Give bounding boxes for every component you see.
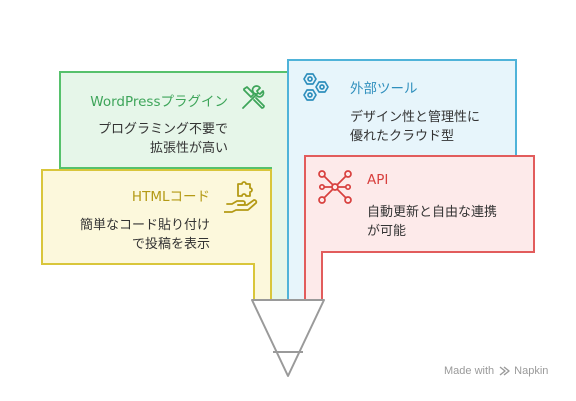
wrench-screwdriver-icon [242, 85, 265, 109]
hand-puzzle-icon [224, 181, 258, 213]
funnel-icon [251, 299, 325, 377]
card-html-body-line2: で投稿を表示 [131, 237, 210, 252]
credit-made-with: Made with [444, 365, 495, 377]
network-nodes-icon [318, 170, 352, 204]
card-wordpress-body-line2: 拡張性が高い [149, 141, 228, 156]
card-api-body-line2: が可能 [367, 224, 407, 239]
card-html-title: HTMLコード [131, 189, 210, 205]
card-external-body-line2: 優れたクラウド型 [350, 129, 455, 144]
credit-brand: Napkin [514, 365, 549, 377]
card-api-title: API [367, 172, 389, 188]
gears-icon [303, 73, 329, 101]
card-html-body-line1: 簡単なコード貼り付け [79, 218, 210, 233]
card-wordpress-body-line1: プログラミング不要で [97, 122, 228, 137]
napkin-logo-icon [499, 366, 510, 376]
card-external-title: 外部ツール [350, 81, 418, 97]
card-external-body-line1: デザイン性と管理性に [350, 110, 481, 125]
made-with-napkin-credit: Made with Napkin [444, 365, 548, 377]
card-api-body-line1: 自動更新と自由な連携 [367, 205, 498, 220]
card-wordpress-title: WordPressプラグイン [90, 94, 228, 110]
